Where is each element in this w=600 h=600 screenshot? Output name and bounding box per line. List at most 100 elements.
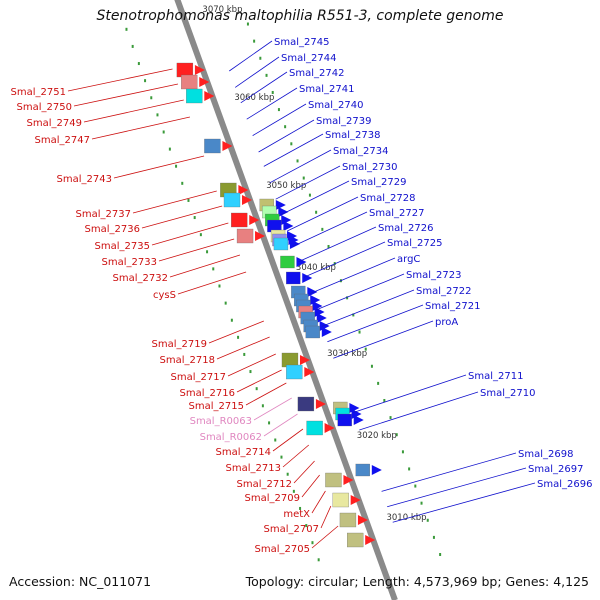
- right-label-leader: [387, 467, 527, 508]
- right-gene-label: Smal_2710: [480, 388, 535, 399]
- reverse-gene-arrow: [199, 77, 210, 87]
- left-label-leader: [91, 116, 191, 140]
- tick-mark: [364, 347, 367, 351]
- tick-mark: [377, 381, 380, 385]
- left-label-leader: [311, 525, 339, 549]
- left-gene-label: Smal_2713: [226, 463, 281, 474]
- reverse-gene-arrow: [194, 65, 205, 75]
- tick-mark: [346, 296, 349, 300]
- tick-mark: [439, 552, 442, 556]
- left-gene-label: Smal_2736: [85, 224, 140, 235]
- forward-gene-arrow: [289, 239, 300, 249]
- right-label-leader: [392, 482, 536, 523]
- forward-gene-arrow: [321, 327, 332, 337]
- left-label-leader: [311, 490, 326, 514]
- right-label-leader: [240, 71, 288, 104]
- right-label-leader: [287, 196, 359, 232]
- right-gene-label: Smal_2696: [537, 479, 592, 490]
- right-label-leader: [309, 257, 396, 294]
- tick-mark: [284, 125, 287, 129]
- reverse-gene-arrow: [350, 495, 361, 505]
- reverse-gene: [325, 472, 342, 488]
- left-gene-label: Smal_2709: [245, 493, 300, 504]
- reverse-gene: [223, 192, 241, 208]
- tick-mark: [401, 450, 404, 454]
- right-label-leader: [246, 87, 298, 120]
- left-label-leader: [151, 222, 229, 246]
- right-gene-label: Smal_2722: [416, 286, 471, 297]
- reverse-gene: [297, 396, 315, 412]
- reverse-gene: [286, 364, 303, 380]
- left-label-leader: [73, 83, 179, 107]
- tick-mark: [150, 96, 153, 100]
- right-gene-label: Smal_2730: [342, 162, 397, 173]
- right-label-leader: [252, 103, 307, 136]
- left-gene-label: Smal_2751: [11, 87, 66, 98]
- left-gene-label: Smal_2705: [255, 544, 310, 555]
- tick-mark: [389, 416, 392, 420]
- right-gene-label: Smal_2742: [289, 68, 344, 79]
- left-label-leader: [83, 99, 184, 123]
- tick-mark: [187, 198, 190, 202]
- left-gene-label: Smal_2719: [152, 339, 207, 350]
- tick-mark: [218, 284, 221, 288]
- reverse-gene: [231, 212, 248, 228]
- left-label-leader: [208, 320, 264, 344]
- tick-mark: [144, 79, 147, 83]
- right-gene-label: Smal_2726: [378, 223, 433, 234]
- reverse-gene: [339, 512, 357, 528]
- right-gene-label: Smal_2723: [406, 270, 461, 281]
- tick-mark: [131, 44, 134, 48]
- right-gene-label: proA: [435, 317, 458, 328]
- tick-mark: [265, 73, 268, 77]
- left-label-leader: [113, 155, 205, 179]
- reverse-gene: [236, 228, 254, 244]
- forward-gene-arrow: [371, 465, 382, 475]
- tick-mark: [299, 506, 302, 510]
- reverse-gene: [332, 492, 349, 508]
- topology-text: Topology: circular; Length: 4,573,969 bp…: [245, 574, 589, 589]
- left-gene-label: Smal_2732: [113, 273, 168, 284]
- left-gene-label: Smal_2714: [216, 447, 271, 458]
- forward-gene-arrow: [278, 207, 289, 217]
- tick-mark: [290, 142, 293, 146]
- right-label-leader: [327, 304, 424, 343]
- left-label-leader: [245, 382, 287, 406]
- right-label-leader: [258, 119, 315, 153]
- tick-mark: [125, 27, 128, 31]
- reverse-gene-arrow: [357, 515, 368, 525]
- right-label-leader: [381, 452, 517, 492]
- tick-mark: [305, 524, 308, 528]
- tick-mark: [286, 472, 289, 476]
- reverse-gene-arrow: [204, 91, 215, 101]
- tick-mark: [168, 147, 171, 151]
- tick-mark: [243, 352, 246, 356]
- left-label-leader: [236, 369, 282, 393]
- right-gene-label: Smal_2698: [518, 449, 573, 460]
- reverse-gene: [181, 74, 198, 90]
- right-label-leader: [352, 374, 467, 413]
- forward-gene-arrow: [302, 273, 313, 283]
- reverse-gene-arrow: [304, 367, 315, 377]
- forward-gene: [273, 237, 289, 251]
- left-gene-label: Smal_2715: [189, 401, 244, 412]
- tick-mark: [206, 250, 209, 254]
- tick-mark: [237, 335, 240, 339]
- left-label-leader: [301, 474, 320, 498]
- accession-text: Accession: NC_011071: [9, 574, 152, 589]
- reverse-gene-arrow: [315, 399, 326, 409]
- left-gene-label: Smal_2712: [237, 479, 292, 490]
- left-gene-label: Smal_2717: [171, 372, 226, 383]
- left-label-leader: [169, 254, 241, 278]
- scale-label: 3060 kbp: [234, 93, 274, 103]
- tick-mark: [199, 233, 202, 237]
- right-label-leader: [298, 226, 377, 263]
- right-gene-label: Smal_2745: [274, 37, 329, 48]
- right-label-leader: [263, 133, 324, 167]
- scale-label: 3030 kbp: [327, 349, 367, 359]
- right-gene-label: Smal_2741: [299, 84, 354, 95]
- tick-mark: [261, 404, 264, 408]
- tick-mark: [280, 455, 283, 459]
- tick-mark: [137, 62, 140, 66]
- tick-mark: [259, 56, 262, 60]
